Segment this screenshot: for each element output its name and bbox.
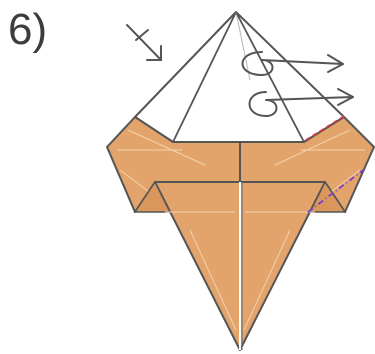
fold-over-arrow-icon [241,51,354,117]
lower-left-flap [133,180,241,351]
step-number: 6) [8,5,48,54]
top-white-flap [134,11,345,143]
lower-right-flap [239,180,347,351]
push-in-arrow-icon [126,24,162,61]
left-side-flap [106,116,241,213]
